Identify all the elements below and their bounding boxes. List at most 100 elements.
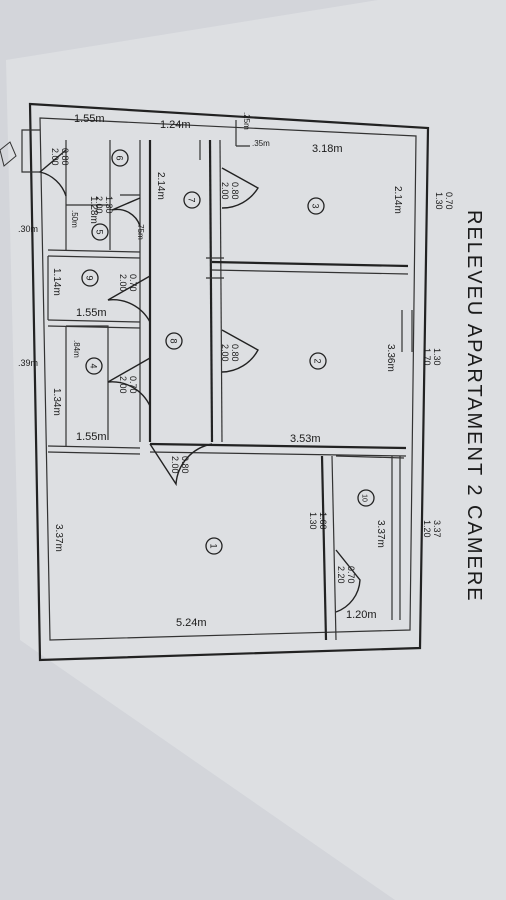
room-marker-1: 1 bbox=[205, 537, 223, 555]
opening-o-337-120: 3.371.20 bbox=[422, 520, 442, 538]
door-arc-room3 bbox=[221, 167, 259, 209]
door-arc-room5 bbox=[111, 197, 141, 227]
margin-fragment bbox=[0, 141, 17, 167]
dim-1-24: 1.24m bbox=[160, 119, 191, 131]
opening-o-130-170: 1.301.70 bbox=[422, 348, 442, 366]
opening-width: 0.70 bbox=[128, 376, 138, 394]
opening-height: 2.00 bbox=[50, 148, 60, 166]
room-marker-circle bbox=[307, 197, 325, 215]
door-arc-room1 bbox=[149, 443, 213, 487]
door-arc-room6 bbox=[38, 149, 67, 197]
room-marker-5: 5 bbox=[91, 223, 109, 241]
opening-o-130-200: 1.302.00 bbox=[94, 196, 114, 214]
door-arc-room2 bbox=[221, 329, 259, 373]
room-marker-9: 9 bbox=[81, 269, 99, 287]
room-marker-3: 3 bbox=[307, 197, 325, 215]
door-swings bbox=[38, 149, 361, 613]
dim-1-55-top: 1.55m bbox=[74, 113, 105, 125]
dim-39: .39m bbox=[18, 358, 38, 368]
opening-width: 0.70 bbox=[346, 566, 356, 584]
room-marker-circle bbox=[183, 191, 201, 209]
opening-width: 1.30 bbox=[104, 196, 114, 214]
opening-o-080-200-entry: 0.802.00 bbox=[50, 148, 70, 166]
room-marker-circle bbox=[165, 332, 183, 350]
opening-height: 1.30 bbox=[434, 192, 444, 210]
room-number: 10 bbox=[361, 494, 368, 502]
opening-o-080-200-r1: 0.802.00 bbox=[170, 456, 190, 474]
dim-1-34: 1.34m bbox=[51, 388, 62, 416]
plan-title: RELEVEU APARTAMENT 2 CAMERE bbox=[463, 210, 485, 603]
interior-walls bbox=[47, 120, 413, 641]
opening-width: 0.80 bbox=[180, 456, 190, 474]
opening-o-070-200-r4: 0.702.00 bbox=[118, 376, 138, 394]
room-marker-2: 2 bbox=[309, 352, 327, 370]
opening-o-080-200-r3: 0.802.00 bbox=[220, 182, 240, 200]
dim-1-55-mid: 1.55m bbox=[76, 307, 107, 319]
room-marker-circle bbox=[91, 223, 109, 241]
opening-o-070-200-r9: 0.702.00 bbox=[118, 274, 138, 292]
dim-30: .30m bbox=[18, 224, 38, 234]
opening-height: 2.00 bbox=[170, 456, 180, 474]
dim-3-36: 3.36m bbox=[385, 344, 396, 372]
room-number: 3 bbox=[311, 203, 321, 208]
room-marker-circle bbox=[309, 352, 327, 370]
opening-height: 1.30 bbox=[308, 512, 318, 530]
room-number: 6 bbox=[115, 155, 125, 160]
opening-height: 2.00 bbox=[220, 344, 230, 362]
opening-width: 0.80 bbox=[60, 148, 70, 166]
paper-highlight bbox=[6, 0, 506, 900]
opening-width: 0.80 bbox=[230, 344, 240, 362]
room-number: 1 bbox=[209, 543, 219, 548]
opening-height: 1.20 bbox=[422, 520, 432, 538]
opening-o-080-200-r2: 0.802.00 bbox=[220, 344, 240, 362]
dimension-labels: 1.55m 1.24m .25m .35m 3.18m 2.14m 2.14m … bbox=[18, 112, 403, 629]
opening-o-070-220: 0.702.20 bbox=[336, 566, 356, 584]
dim-1-28: 1.28m bbox=[88, 196, 99, 224]
room-marker-7: 7 bbox=[183, 191, 201, 209]
room-number: 2 bbox=[313, 358, 323, 363]
opening-height: 2.20 bbox=[336, 566, 346, 584]
opening-width: 0.70 bbox=[444, 192, 454, 210]
dim-1-20: 1.20m bbox=[346, 609, 377, 621]
door-arc-room10 bbox=[335, 549, 361, 613]
opening-width: 0.80 bbox=[230, 182, 240, 200]
dim-75: .75m bbox=[136, 222, 145, 240]
room-markers: 1 2 3 4 5 6 7 8 9 10 bbox=[81, 149, 375, 555]
dim-2-14-room3: 2.14m bbox=[392, 186, 403, 214]
dim-1-55-bot: 1.55m bbox=[76, 431, 107, 443]
dim-5-24: 5.24m bbox=[176, 617, 207, 629]
room-marker-10: 10 bbox=[357, 489, 375, 507]
room-number: 8 bbox=[169, 338, 179, 343]
opening-width: 1.60 bbox=[318, 512, 328, 530]
dim-3-53: 3.53m bbox=[290, 433, 321, 445]
room-marker-circle bbox=[205, 537, 223, 555]
dim-3-37-right: 3.37m bbox=[375, 520, 386, 548]
room-marker-4: 4 bbox=[85, 357, 103, 375]
opening-o-070-130: 0.701.30 bbox=[434, 192, 454, 210]
room-marker-6: 6 bbox=[111, 149, 129, 167]
dim-1-14: 1.14m bbox=[51, 268, 62, 296]
dim-35-top: .35m bbox=[252, 139, 270, 148]
door-arc-room9 bbox=[107, 275, 151, 323]
dim-25: .25m bbox=[242, 112, 251, 130]
opening-height: 2.00 bbox=[220, 182, 230, 200]
outer-walls bbox=[21, 102, 430, 662]
room-number: 7 bbox=[187, 197, 197, 202]
room-number: 4 bbox=[89, 363, 99, 368]
opening-width: 3.37 bbox=[432, 520, 442, 538]
dim-84: .84m bbox=[72, 340, 81, 358]
room-marker-circle bbox=[111, 149, 129, 167]
opening-o-160-130: 1.601.30 bbox=[308, 512, 328, 530]
opening-width: 1.30 bbox=[432, 348, 442, 366]
room-marker-circle bbox=[85, 357, 103, 375]
opening-height: 2.00 bbox=[118, 274, 128, 292]
opening-width: 0.70 bbox=[128, 274, 138, 292]
dim-2-14-hall: 2.14m bbox=[155, 172, 166, 200]
opening-labels: 0.701.301.301.703.371.200.802.000.802.00… bbox=[50, 148, 454, 584]
dim-3-37-left: 3.37m bbox=[53, 524, 64, 552]
room-marker-8: 8 bbox=[165, 332, 183, 350]
room-marker-circle bbox=[81, 269, 99, 287]
room-number: 5 bbox=[95, 229, 105, 234]
